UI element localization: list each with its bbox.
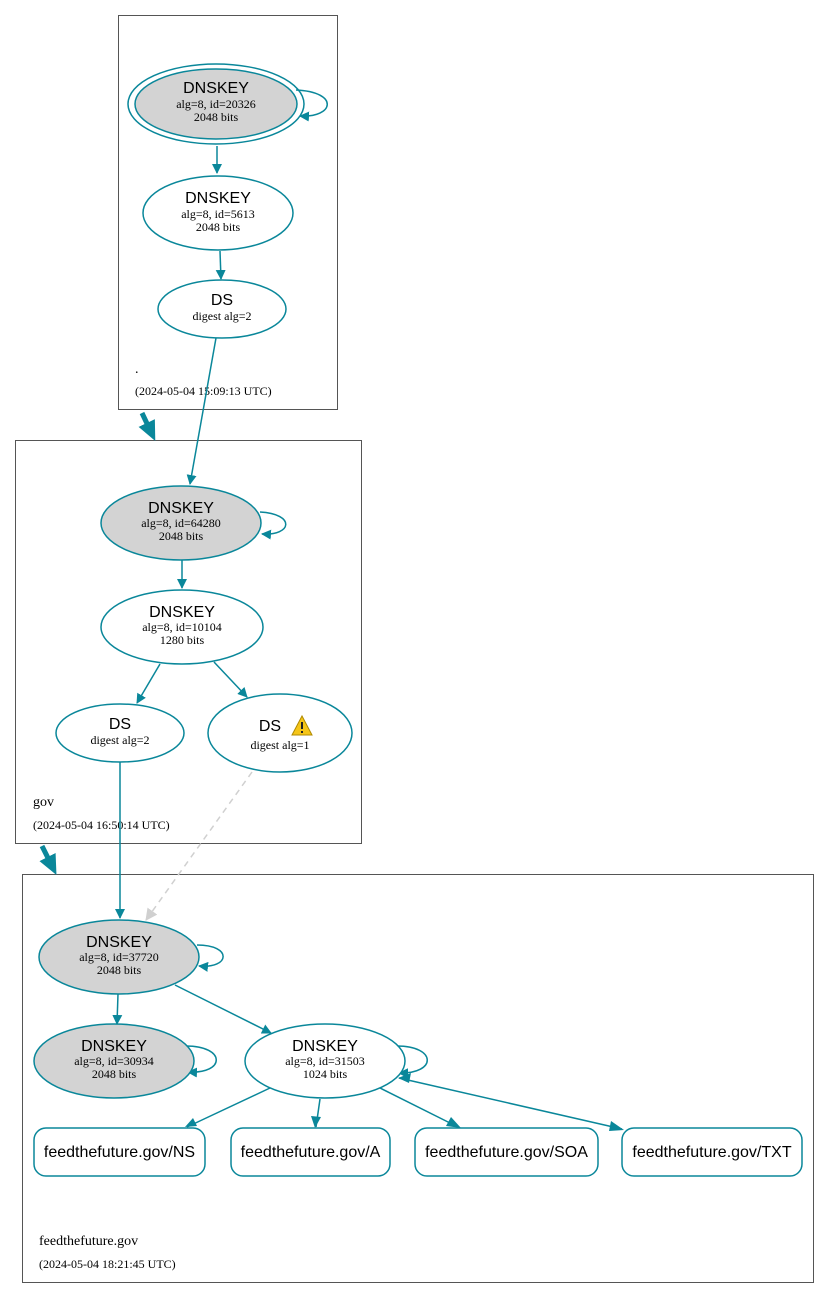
rrset-ns-label: feedthefuture.gov/NS — [44, 1144, 195, 1161]
node-gov-ksk[interactable]: DNSKEY alg=8, id=64280 2048 bits — [100, 485, 262, 561]
edge-feed-a-arrowhead — [311, 1116, 321, 1128]
edge-feed-zsk-self — [396, 1045, 428, 1079]
edge-feed-soa-arrowhead — [446, 1117, 461, 1128]
rrset-txt-label: feedthefuture.gov/TXT — [632, 1144, 791, 1161]
rrset-txt[interactable]: feedthefuture.gov/TXT — [621, 1127, 803, 1177]
node-gov-ksk-title: DNSKEY — [148, 500, 214, 517]
node-gov-ksk-line2: 2048 bits — [159, 529, 204, 543]
node-feed-ksk2-title: DNSKEY — [81, 1038, 147, 1055]
node-gov-ds2-line1: digest alg=2 — [90, 733, 149, 747]
node-gov-zsk[interactable]: DNSKEY alg=8, id=10104 1280 bits — [100, 589, 264, 665]
node-root-zsk-line2: 2048 bits — [196, 220, 241, 234]
edge-feed-ksk-zsk — [174, 984, 272, 1034]
edge-root-zsk-ds — [215, 250, 226, 280]
edge-feed-txt-zsk — [398, 1077, 623, 1130]
node-root-ksk[interactable]: DNSKEY alg=8, id=20326 2048 bits — [127, 63, 305, 145]
edge-feed-ns-zsk — [186, 1087, 271, 1128]
node-gov-ksk-line1: alg=8, id=64280 — [141, 516, 221, 530]
node-feed-zsk-line2: 1024 bits — [303, 1067, 348, 1081]
node-gov-ds1[interactable]: DS digest alg=1 — [207, 693, 353, 773]
node-feed-ksk-line1: alg=8, id=37720 — [79, 950, 159, 964]
edge-gov-ds1-feed-ksk-dashed — [145, 771, 253, 921]
node-root-ksk-line2: 2048 bits — [194, 110, 239, 124]
edge-feed-ksk-ksk2 — [112, 993, 123, 1025]
zone-gov-timestamp: (2024-05-04 16:50:14 UTC) — [33, 818, 170, 832]
node-feed-ksk2-line2: 2048 bits — [92, 1067, 137, 1081]
rrset-a-label: feedthefuture.gov/A — [241, 1144, 381, 1161]
node-root-zsk[interactable]: DNSKEY alg=8, id=5613 2048 bits — [142, 175, 294, 251]
edge-feed-txt-arrowhead — [609, 1121, 624, 1131]
edge-gov-zsk-ds2 — [136, 663, 161, 704]
zone-root-timestamp: (2024-05-04 15:09:13 UTC) — [135, 384, 272, 398]
edge-feed-ns-arrowhead — [185, 1118, 197, 1127]
edge-root-ksk-self — [295, 89, 328, 122]
edge-gov-ksk-self — [259, 511, 287, 540]
node-root-ds-title: DS — [211, 292, 233, 309]
node-root-zsk-title: DNSKEY — [185, 190, 251, 207]
node-root-zsk-line1: alg=8, id=5613 — [181, 207, 255, 221]
node-gov-zsk-title: DNSKEY — [149, 604, 215, 621]
node-feed-zsk-line1: alg=8, id=31503 — [285, 1054, 365, 1068]
node-root-ksk-title: DNSKEY — [183, 80, 249, 97]
delegation-arrow-root-gov — [138, 411, 156, 442]
rrset-a[interactable]: feedthefuture.gov/A — [230, 1127, 391, 1177]
zone-gov-box — [15, 440, 362, 844]
zone-feed-name: feedthefuture.gov — [39, 1234, 138, 1249]
warning-icon — [291, 714, 313, 736]
rrset-soa-label: feedthefuture.gov/SOA — [425, 1144, 588, 1161]
edge-feed-soa-zsk — [379, 1087, 461, 1129]
node-gov-zsk-line1: alg=8, id=10104 — [142, 620, 222, 634]
node-feed-ksk2-line1: alg=8, id=30934 — [74, 1054, 154, 1068]
delegation-arrow-gov-feed — [39, 844, 57, 875]
node-feed-ksk-title: DNSKEY — [86, 934, 152, 951]
node-gov-zsk-line2: 1280 bits — [160, 633, 205, 647]
zone-gov-name: gov — [33, 795, 54, 810]
rrset-soa[interactable]: feedthefuture.gov/SOA — [414, 1127, 599, 1177]
node-gov-ds2-title: DS — [109, 716, 131, 733]
zone-root-name: . — [135, 362, 139, 377]
edge-feed-ksk2-self — [185, 1045, 217, 1078]
node-feed-zsk[interactable]: DNSKEY alg=8, id=31503 1024 bits — [244, 1023, 406, 1099]
node-feed-zsk-title: DNSKEY — [292, 1038, 358, 1055]
zone-feed-box — [22, 874, 814, 1283]
node-gov-ds1-title: DS — [259, 718, 281, 735]
node-feed-ksk-line2: 2048 bits — [97, 963, 142, 977]
node-gov-ds2[interactable]: DS digest alg=2 — [55, 703, 185, 763]
edge-root-ds-gov-ksk — [186, 337, 217, 485]
node-root-ds-line1: digest alg=2 — [192, 309, 251, 323]
node-gov-ds1-line1: digest alg=1 — [250, 738, 309, 752]
node-root-ds[interactable]: DS digest alg=2 — [157, 279, 287, 339]
node-root-ksk-line1: alg=8, id=20326 — [176, 97, 256, 111]
zone-root-box — [118, 15, 338, 410]
edge-gov-zsk-ds1 — [213, 661, 248, 698]
edge-feed-ksk-self — [196, 944, 224, 972]
rrset-ns[interactable]: feedthefuture.gov/NS — [33, 1127, 206, 1177]
node-feed-ksk[interactable]: DNSKEY alg=8, id=37720 2048 bits — [38, 919, 200, 995]
edge-feed-txt-arrowhead-zsk — [398, 1073, 411, 1083]
node-feed-ksk2[interactable]: DNSKEY alg=8, id=30934 2048 bits — [33, 1023, 195, 1099]
zone-feed-timestamp: (2024-05-04 18:21:45 UTC) — [39, 1257, 176, 1271]
